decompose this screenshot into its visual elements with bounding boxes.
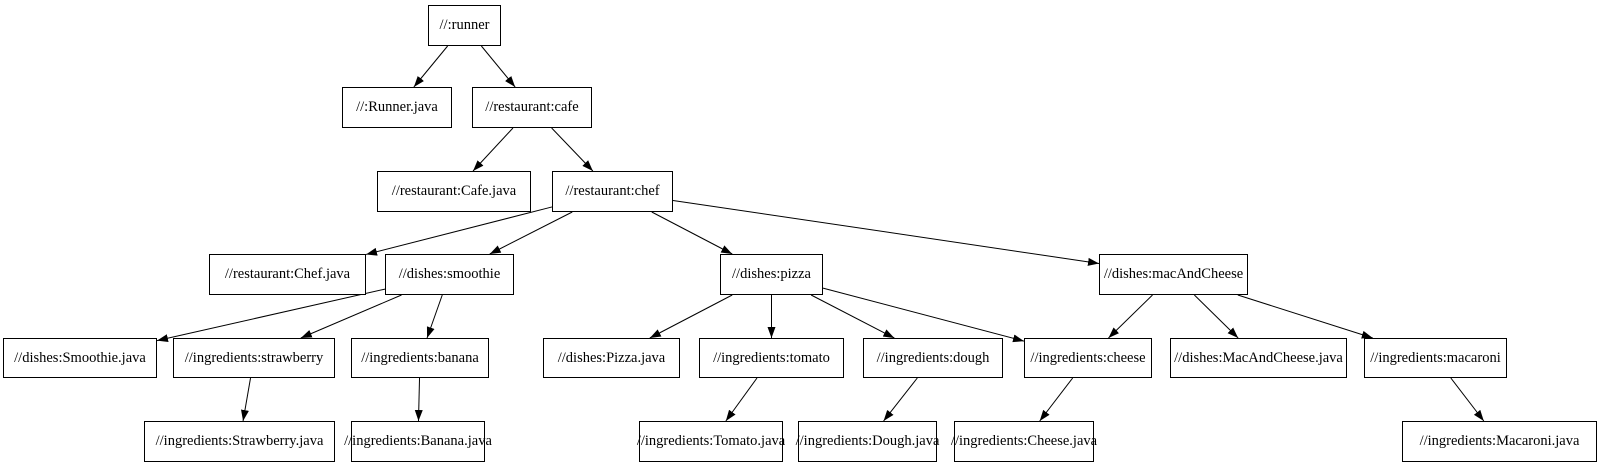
edge-smoothie-to-smoothie_java bbox=[156, 288, 386, 343]
edge-chef-to-pizza bbox=[651, 211, 733, 255]
edge-macaroni-to-macaroni_java bbox=[1450, 377, 1485, 422]
edge-banana-to-banana_java bbox=[414, 377, 423, 422]
edge-pizza-to-pizza_java bbox=[649, 294, 733, 339]
node-macaroni: //ingredients:macaroni bbox=[1364, 338, 1507, 378]
node-banana-java: //ingredients:Banana.java bbox=[344, 421, 492, 462]
edge-mac_and_cheese-to-macaroni bbox=[1237, 294, 1373, 339]
node-dishes-macandcheese: //dishes:macAndCheese bbox=[1099, 254, 1248, 295]
edge-mac_and_cheese-to-mac_and_cheese_java bbox=[1194, 294, 1239, 339]
edge-chef-to-chef_java bbox=[365, 206, 553, 256]
node-banana: //ingredients:banana bbox=[351, 338, 489, 378]
edge-runner-to-runner_java bbox=[413, 45, 449, 88]
node-cafe-java: //restaurant:Cafe.java bbox=[377, 171, 531, 212]
edge-strawberry-to-strawberry_java bbox=[241, 377, 252, 422]
edge-tomato-to-tomato_java bbox=[725, 377, 758, 422]
node-cheese-java: //ingredients:Cheese.java bbox=[951, 421, 1097, 462]
edge-pizza-to-cheese bbox=[822, 287, 1025, 343]
node-dough-java: //ingredients:Dough.java bbox=[796, 421, 939, 462]
edge-chef-to-mac_and_cheese bbox=[672, 199, 1100, 266]
node-strawberry-java: //ingredients:Strawberry.java bbox=[144, 421, 335, 462]
node-chef-java: //restaurant:Chef.java bbox=[209, 254, 366, 295]
node-pizza-java: //dishes:Pizza.java bbox=[543, 338, 680, 378]
edge-smoothie-to-strawberry bbox=[300, 294, 402, 339]
node-macaroni-java: //ingredients:Macaroni.java bbox=[1402, 421, 1597, 462]
node-tomato-java: //ingredients:Tomato.java bbox=[637, 421, 785, 462]
edge-mac_and_cheese-to-cheese bbox=[1108, 294, 1153, 339]
edge-cafe-to-chef bbox=[551, 127, 594, 172]
edge-pizza-to-dough bbox=[810, 294, 895, 339]
edge-cheese-to-cheese_java bbox=[1039, 377, 1074, 422]
node-restaurant-chef: //restaurant:chef bbox=[552, 171, 673, 212]
node-dough: //ingredients:dough bbox=[863, 338, 1003, 378]
node-runner-java: //:Runner.java bbox=[342, 87, 452, 128]
edge-smoothie-to-banana bbox=[426, 294, 443, 339]
node-strawberry: //ingredients:strawberry bbox=[173, 338, 335, 378]
edge-runner-to-cafe bbox=[480, 45, 516, 88]
node-smoothie-java: //dishes:Smoothie.java bbox=[3, 338, 157, 378]
edge-chef-to-smoothie bbox=[489, 211, 573, 255]
node-macandcheese-java: //dishes:MacAndCheese.java bbox=[1170, 338, 1347, 378]
node-dishes-pizza: //dishes:pizza bbox=[720, 254, 823, 295]
node-cheese: //ingredients:cheese bbox=[1024, 338, 1152, 378]
node-runner: //:runner bbox=[428, 5, 501, 46]
node-restaurant-cafe: //restaurant:cafe bbox=[472, 87, 592, 128]
node-dishes-smoothie: //dishes:smoothie bbox=[385, 254, 514, 295]
node-tomato: //ingredients:tomato bbox=[699, 338, 844, 378]
edge-dough-to-dough_java bbox=[883, 377, 918, 422]
edge-cafe-to-cafe_java bbox=[472, 127, 514, 172]
